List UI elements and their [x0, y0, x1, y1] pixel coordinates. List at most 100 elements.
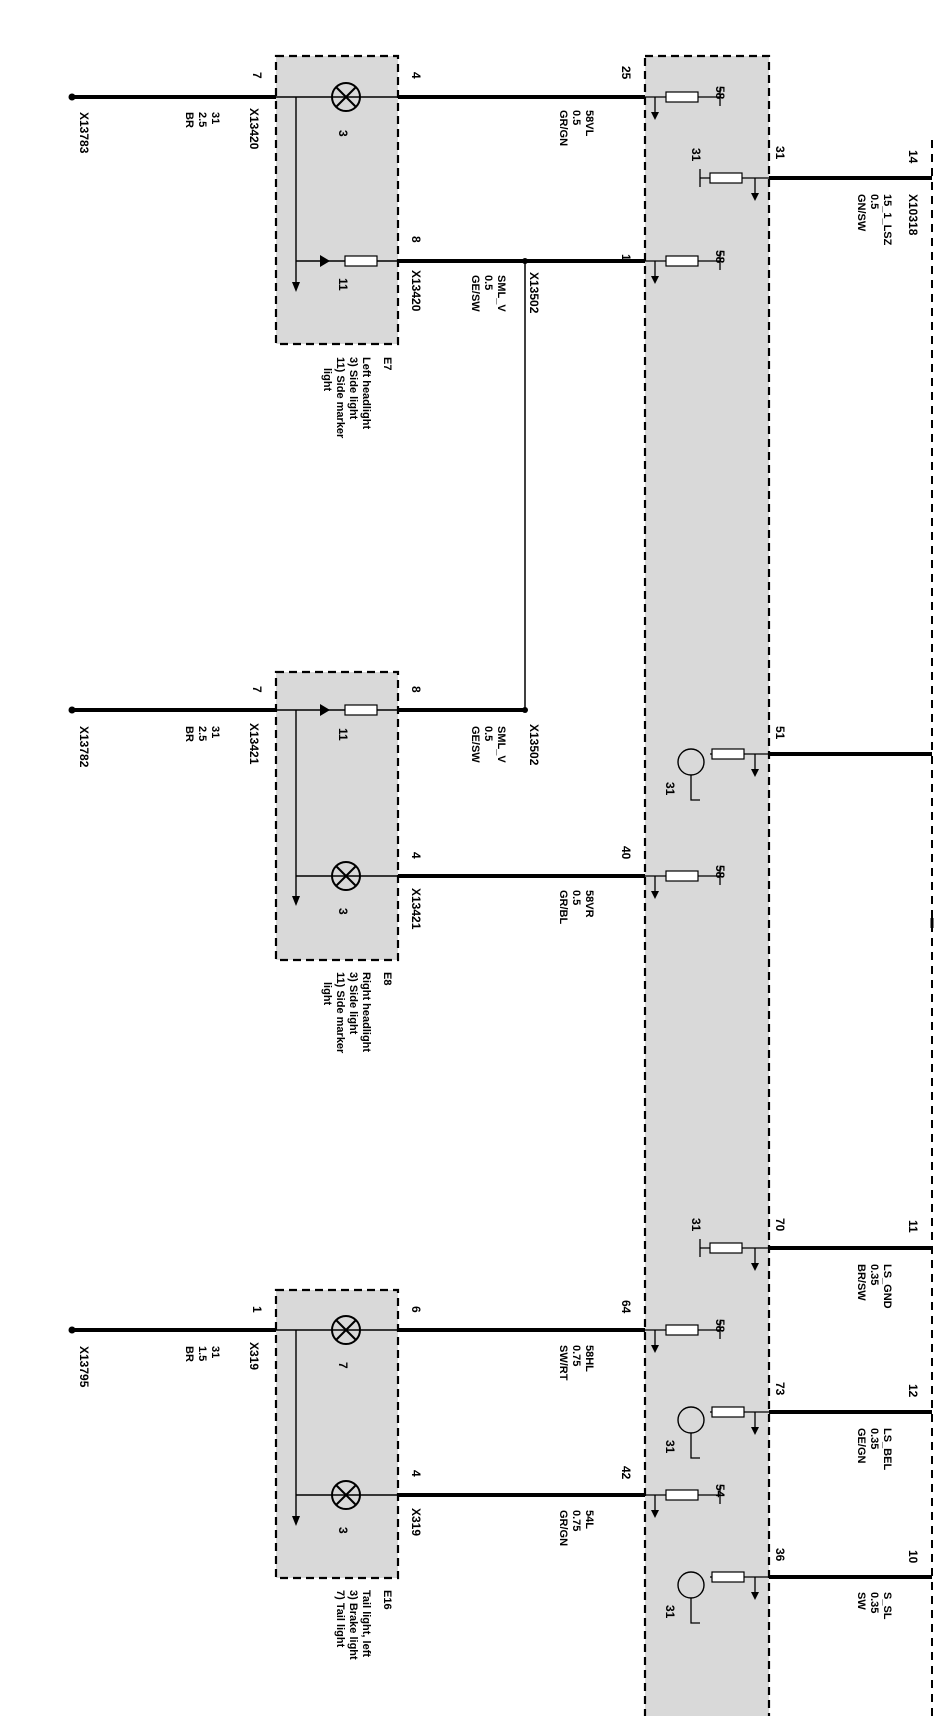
gnd-31-b: 31 — [663, 782, 677, 796]
module-input-pin36 — [677, 1571, 769, 1624]
wire-label: SW/RT — [557, 1345, 569, 1381]
pin-36: 36 — [773, 1548, 787, 1562]
wire-label: S_SL — [881, 1592, 893, 1620]
module-output-58-d — [645, 1321, 721, 1353]
pin-11: 11 — [906, 1220, 920, 1233]
component-box-e16 — [274, 1288, 400, 1580]
module-input-31-b — [699, 1239, 769, 1271]
wire-label: LS_BEL — [881, 1428, 893, 1470]
resistor-icon — [344, 255, 378, 267]
wire-label: 0.5 — [570, 890, 582, 905]
component-desc-e7: light — [321, 368, 333, 392]
wire-label: 58VR — [583, 890, 595, 918]
wire-label: 31 — [209, 726, 221, 738]
wire-label: 2.5 — [196, 726, 208, 741]
bulb-num-e7-3: 3 — [336, 130, 350, 137]
module-output-58-c — [645, 867, 721, 899]
e7-pin-7: 7 — [250, 72, 264, 79]
bulb-num-e16-7: 7 — [336, 1362, 350, 1369]
term-58-a: 58 — [713, 86, 727, 100]
pin-64: 64 — [619, 1300, 633, 1314]
pin-10: 10 — [906, 1550, 920, 1564]
component-id-e7: E7 — [381, 357, 393, 370]
module-input-31-a — [699, 169, 769, 201]
wire-label: LS_GND — [881, 1264, 893, 1309]
splice-dot-icon — [522, 258, 528, 264]
connector-x319-b: X319 — [409, 1508, 423, 1536]
connector-x13421-a: X13421 — [247, 723, 261, 765]
led-icon — [320, 704, 330, 716]
pin-51: 51 — [773, 726, 787, 740]
connector-x13502-b: X13502 — [527, 724, 541, 766]
bulb-num-e8-11: 11 — [336, 728, 350, 741]
pin-70: 70 — [773, 1218, 787, 1232]
wire-label: 54L — [583, 1510, 595, 1529]
ground-terminal-x13795 — [68, 1326, 76, 1334]
component-desc-e7: Left headlight — [360, 357, 372, 429]
wire-label: 0.75 — [570, 1510, 582, 1531]
wire-label: GN/SW — [855, 194, 867, 232]
gnd-31-d: 31 — [663, 1440, 677, 1454]
ground-terminal-x13783 — [68, 93, 76, 101]
e8-pin-7: 7 — [250, 686, 264, 693]
ground-arrow-icon — [292, 282, 300, 292]
wire-label: GR/GN — [557, 110, 569, 146]
connector-x13782: X13782 — [77, 726, 91, 768]
wire-label: GR/BL — [557, 890, 569, 925]
pin-14: 14 — [906, 150, 920, 164]
component-desc-e8: light — [321, 982, 333, 1006]
wire-label: GE/GN — [855, 1428, 867, 1464]
resistor-icon — [344, 704, 378, 716]
ground-terminal-x13782 — [68, 706, 76, 714]
wire-label: 0.5 — [482, 726, 494, 741]
bulb-num-e8-3: 3 — [336, 908, 350, 915]
e16-pin-1: 1 — [250, 1306, 264, 1313]
e16-pin-4: 4 — [409, 1470, 423, 1477]
wire-label: SML_V — [495, 275, 507, 312]
connector-x10318: X10318 — [906, 194, 920, 236]
e7-pin-8: 8 — [409, 236, 423, 243]
wire-label: 31 — [209, 112, 221, 124]
wire-label: 58VL — [583, 110, 595, 137]
term-58-d: 58 — [713, 1319, 727, 1333]
wire-label: 0.35 — [868, 1592, 880, 1613]
wire-label: BR — [183, 112, 195, 128]
gnd-31-a: 31 — [689, 148, 703, 162]
component-desc-e16: Tail light, left — [360, 1590, 372, 1657]
wire-label: 31 — [209, 1346, 221, 1358]
connector-x13420-a: X13420 — [247, 108, 261, 150]
e16-pin-6: 6 — [409, 1306, 423, 1313]
component-desc-e7: 11) Side marker — [334, 357, 346, 439]
module-output-54 — [645, 1486, 721, 1518]
wire-label: 0.35 — [868, 1428, 880, 1449]
bulb-num-e16-3: 3 — [336, 1527, 350, 1534]
pin-1: 1 — [619, 254, 633, 261]
wire-label: 0.5 — [482, 275, 494, 290]
term-58-c: 58 — [713, 865, 727, 879]
wire-label: GR/GN — [557, 1510, 569, 1546]
connector-x13502-a: X13502 — [527, 272, 541, 314]
wire-label: 1.5 — [196, 1346, 208, 1361]
e7-pin-4: 4 — [409, 72, 423, 79]
wire-label: 58HL — [583, 1345, 595, 1372]
pin-12: 12 — [906, 1384, 920, 1398]
wire-label: BR — [183, 726, 195, 742]
e8-pin-8: 8 — [409, 686, 423, 693]
wire-label: 2.5 — [196, 112, 208, 127]
pin-31: 31 — [773, 146, 787, 160]
wire-label: BR/SW — [855, 1264, 867, 1301]
connector-x319-a: X319 — [247, 1342, 261, 1370]
pin-42: 42 — [619, 1466, 633, 1480]
term-58-b: 58 — [713, 250, 727, 264]
component-desc-e8: Right headlight — [360, 972, 372, 1052]
module-input-pin51 — [677, 748, 769, 801]
wire-label: GE/SW — [469, 275, 481, 312]
connector-x13783: X13783 — [77, 112, 91, 154]
connector-x13420-b: X13420 — [409, 270, 423, 312]
wire-label: 0.35 — [868, 1264, 880, 1285]
pin-73: 73 — [773, 1382, 787, 1396]
module-output-58-a — [645, 88, 721, 120]
wire-label: 0.5 — [570, 110, 582, 125]
wire-label: 0.75 — [570, 1345, 582, 1366]
